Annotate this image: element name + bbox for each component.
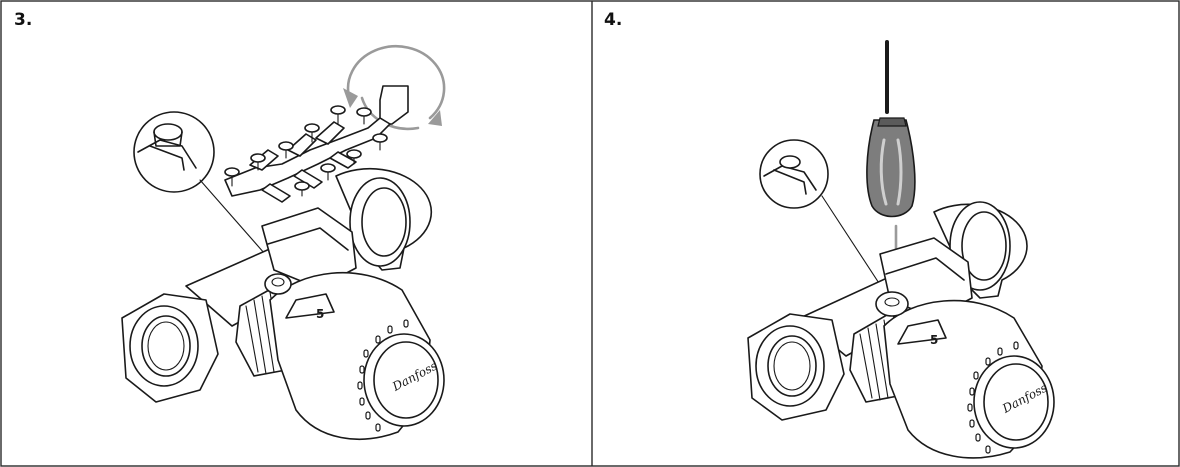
knob-scale-number: 5 bbox=[316, 307, 324, 321]
screwdriver-icon bbox=[866, 40, 916, 218]
detail-magnifier bbox=[133, 111, 273, 263]
panel-4-illustration: 5 Danfoss bbox=[747, 40, 1055, 459]
step-3-label: 3. bbox=[14, 10, 33, 30]
knob-scale-number: 5 bbox=[930, 333, 938, 347]
detail-magnifier bbox=[759, 139, 891, 301]
step-4-label: 4. bbox=[604, 10, 623, 30]
presetting-key-tree bbox=[224, 85, 409, 203]
panel-3-illustration: 5 Danfoss bbox=[121, 44, 446, 440]
valve-body: 5 Danfoss bbox=[121, 167, 445, 440]
valve-body: 5 Danfoss bbox=[747, 201, 1055, 459]
